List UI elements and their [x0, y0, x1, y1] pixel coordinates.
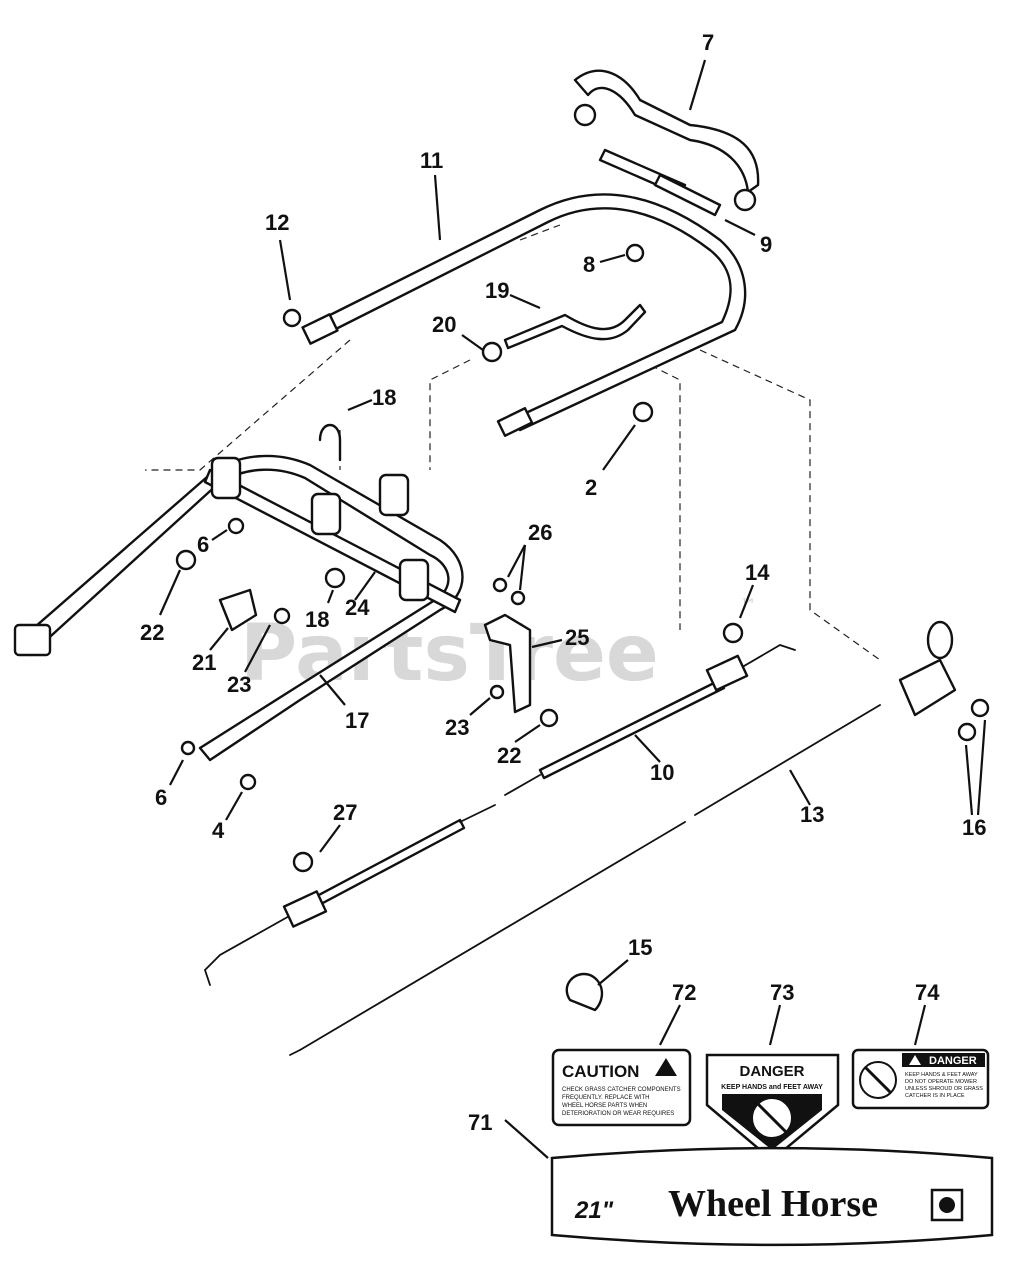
callout-72: 72	[672, 980, 696, 1005]
callout-13: 13	[800, 802, 824, 827]
callout-18-bottom: 18	[305, 607, 329, 632]
handle-frame-part-11	[301, 193, 747, 437]
callout-20: 20	[432, 312, 456, 337]
upper-handle-part-7	[573, 69, 760, 217]
callout-24: 24	[345, 595, 370, 620]
callout-27: 27	[333, 800, 357, 825]
callout-74: 74	[915, 980, 940, 1005]
caution-line-4: DETERIORATION OR WEAR REQUIRES	[562, 1111, 674, 1117]
bracket-part-25	[483, 613, 532, 714]
callout-10: 10	[650, 760, 674, 785]
callout-labels: 7 11 12 9 8 19 20 18 2 26 6 22 18 24 25 …	[140, 30, 986, 1135]
danger-small-title: DANGER	[929, 1055, 977, 1067]
warning-triangle-icon	[655, 1058, 677, 1076]
callout-23-left: 23	[227, 672, 251, 697]
caution-line-3: WHEEL HORSE PARTS WHEN	[562, 1103, 647, 1109]
callout-71: 71	[468, 1110, 492, 1135]
brand-name: Wheel Horse	[668, 1183, 878, 1225]
callout-arrows	[158, 59, 987, 1159]
caution-line-1: CHECK GRASS CATCHER COMPONENTS	[562, 1087, 681, 1093]
callout-9: 9	[760, 232, 772, 257]
callout-2: 2	[585, 475, 597, 500]
callout-18-top: 18	[372, 385, 396, 410]
danger-small-line-3: UNLESS SHROUD OR GRASS	[905, 1086, 983, 1092]
callout-6-bottom: 6	[155, 785, 167, 810]
caution-line-2: FREQUENTLY. REPLACE WITH	[562, 1095, 649, 1101]
danger-small-line-4: CATCHER IS IN PLACE	[905, 1093, 965, 1099]
callout-14: 14	[745, 560, 770, 585]
rod-part-19	[503, 303, 647, 350]
callout-73: 73	[770, 980, 794, 1005]
danger-shield-decal: DANGER KEEP HANDS and FEET AWAY	[705, 1053, 840, 1162]
cable-part-10	[504, 644, 796, 796]
callout-6-top: 6	[197, 532, 209, 557]
danger-shield-title: DANGER	[739, 1063, 804, 1080]
callout-8: 8	[583, 252, 595, 277]
caution-title: CAUTION	[562, 1062, 639, 1081]
callout-17: 17	[345, 708, 369, 733]
brand-size: 21"	[574, 1197, 614, 1224]
hardware-parts	[175, 243, 990, 873]
warning-triangle-icon-small	[909, 1055, 921, 1065]
callout-7: 7	[702, 30, 714, 55]
callout-25: 25	[565, 625, 589, 650]
clamp-part-15	[565, 972, 604, 1012]
control-rod-part-13	[289, 704, 881, 1056]
callout-26: 26	[528, 520, 552, 545]
wheel-horse-decal: 21" Wheel Horse	[550, 1147, 994, 1246]
callout-16: 16	[962, 815, 986, 840]
callout-12: 12	[265, 210, 289, 235]
callout-21: 21	[192, 650, 216, 675]
callout-22-mid: 22	[497, 743, 521, 768]
caution-decal: CAUTION CHECK GRASS CATCHER COMPONENTS F…	[551, 1048, 692, 1127]
lower-handle-part-17	[13, 454, 464, 762]
callout-22-left: 22	[140, 620, 164, 645]
callout-19: 19	[485, 278, 509, 303]
danger-small-decal: DANGER KEEP HANDS & FEET AWAY DO NOT OPE…	[851, 1048, 990, 1110]
danger-shield-subtitle: KEEP HANDS and FEET AWAY	[721, 1084, 823, 1091]
cable-part-27	[203, 804, 496, 986]
callout-23-mid: 23	[445, 715, 469, 740]
danger-small-line-2: DO NOT OPERATE MOWER	[905, 1079, 977, 1085]
control-housing-part-16	[898, 620, 957, 717]
callout-11: 11	[420, 148, 443, 173]
callout-4: 4	[212, 818, 225, 843]
callout-15: 15	[628, 935, 652, 960]
danger-small-line-1: KEEP HANDS & FEET AWAY	[905, 1072, 978, 1078]
